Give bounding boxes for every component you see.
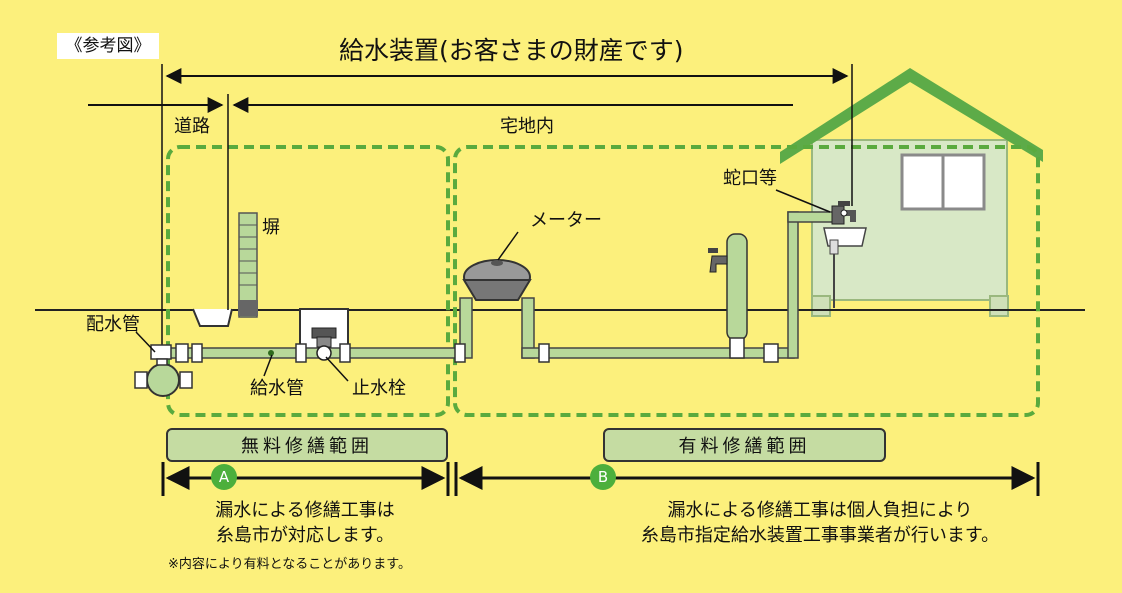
- fitting: [175, 343, 189, 363]
- paid-description-line-1: 漏水による修繕工事は個人負担により: [667, 500, 973, 521]
- paid-description-line-2: 糸島市指定給水装置工事事業者が行います。: [640, 525, 1000, 546]
- fitting: [339, 343, 351, 363]
- house-foundation-right: [989, 295, 1009, 317]
- stop-valve-label: 止水栓: [352, 378, 406, 399]
- service-pipe-leader: [263, 354, 273, 377]
- house: [780, 68, 1043, 317]
- service-pipe-marker: [268, 350, 274, 356]
- outdoor-faucet: [708, 233, 748, 359]
- fitting: [763, 343, 779, 363]
- meter: [462, 259, 532, 301]
- reference-label: 《参考図》: [57, 33, 159, 59]
- marker-b: B: [590, 464, 616, 490]
- premises-label: 宅地内: [500, 116, 554, 137]
- road-label: 道路: [174, 116, 210, 137]
- premises-zone-border: [453, 145, 1040, 417]
- free-range-note: ※内容により有料となることがあります。: [168, 557, 411, 572]
- faucet: [831, 201, 856, 225]
- marker-a: A: [211, 464, 237, 490]
- main-pipe-leader: [135, 331, 156, 353]
- faucet-label: 蛇口等: [723, 168, 777, 189]
- house-foundation-left: [811, 295, 831, 317]
- main-pipe-label: 配水管: [86, 314, 140, 335]
- free-repair-range-label: 無料修繕範囲: [166, 428, 448, 462]
- service-pipe-label: 給水管: [250, 378, 304, 399]
- diagram-title: 給水装置(お客さまの財産です): [339, 36, 684, 65]
- gutter: [192, 308, 233, 327]
- paid-repair-range-label: 有料修繕範囲: [603, 428, 886, 462]
- stop-valve: [311, 327, 337, 361]
- water-main: [134, 344, 193, 397]
- road-zone-border: [166, 145, 450, 417]
- fitting: [454, 343, 466, 363]
- paid-range-description: 漏水による修繕工事は個人負担により 糸島市指定給水装置工事事業者が行います。: [610, 498, 1030, 548]
- free-description-line-2: 糸島市が対応します。: [215, 525, 395, 546]
- fitting: [538, 343, 550, 363]
- meter-leader: [497, 231, 519, 261]
- free-description-line-1: 漏水による修繕工事は: [215, 500, 395, 521]
- fitting: [295, 343, 307, 363]
- stop-valve-leader: [325, 356, 349, 382]
- meter-label: メーター: [530, 210, 602, 231]
- faucet-leader: [775, 189, 831, 213]
- fence-label: 塀: [262, 217, 280, 238]
- sink: [823, 227, 867, 308]
- fitting: [191, 343, 203, 363]
- fence: [238, 212, 258, 318]
- free-range-description: 漏水による修繕工事は 糸島市が対応します。: [190, 498, 420, 548]
